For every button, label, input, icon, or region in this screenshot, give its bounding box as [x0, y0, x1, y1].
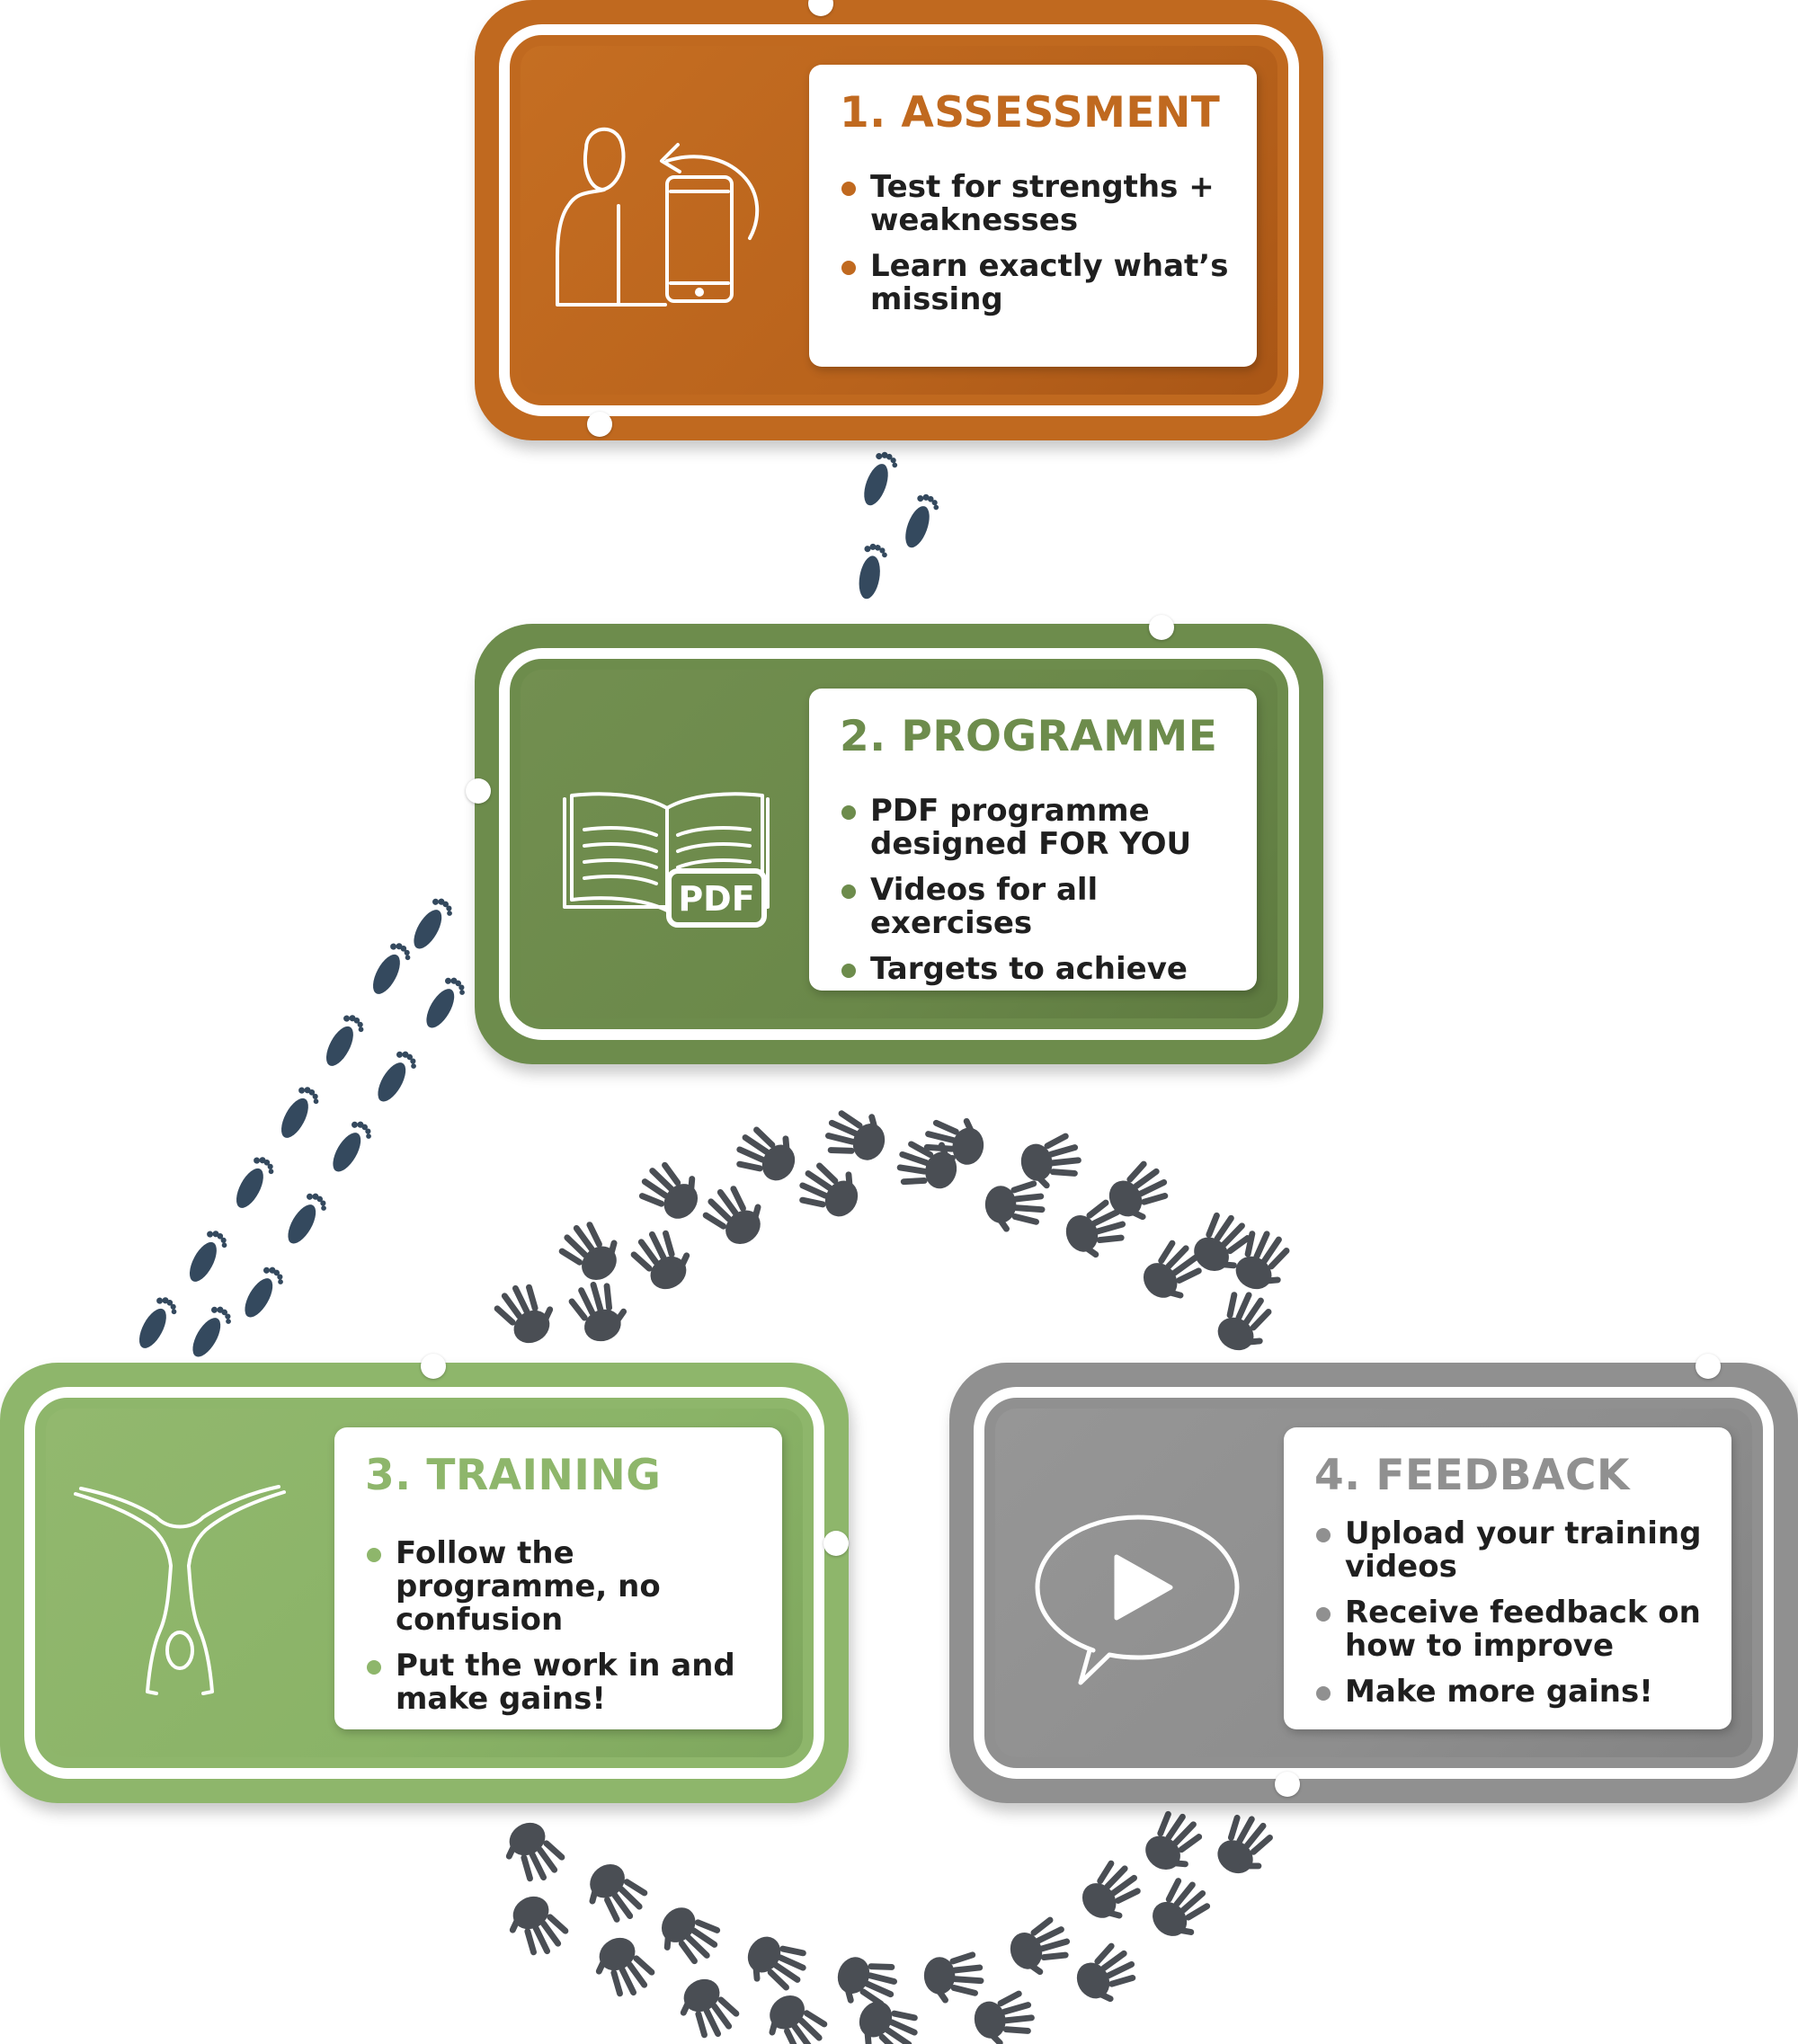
footprint-icon	[420, 973, 469, 1035]
footprint-icon	[238, 1263, 288, 1324]
list-item: Videos for all exercises	[841, 874, 1248, 940]
step-panel: 2. PROGRAMME PDF programme designed FOR …	[809, 689, 1257, 991]
footprint-icon	[183, 1227, 231, 1288]
connector-dot	[466, 778, 491, 804]
step-panel: 3. TRAINING Follow the programme, no con…	[334, 1427, 782, 1729]
handprint-icon	[1206, 1806, 1285, 1887]
list-item: Receive feedback on how to improve	[1316, 1596, 1722, 1663]
list-item: Test for strengths + weaknesses	[841, 171, 1248, 237]
handprint-icon	[487, 1274, 565, 1353]
handprint-icon	[494, 1813, 572, 1892]
step-bullets: Upload your training videos Receive feed…	[1316, 1517, 1722, 1721]
list-item: PDF programme designed FOR YOU	[841, 795, 1248, 861]
connector-dot	[1696, 1354, 1721, 1379]
handprint-icon	[551, 1210, 631, 1292]
handprint-icon	[790, 1151, 869, 1228]
handprint-icon	[1099, 1154, 1179, 1231]
handprint-icon	[1134, 1802, 1214, 1883]
step-panel: 1. ASSESSMENT Test for strengths + weakn…	[809, 65, 1257, 367]
person-phone-rotate-icon	[556, 127, 760, 307]
list-item: Learn exactly what’s missing	[841, 250, 1248, 316]
footprint-icon	[186, 1302, 236, 1364]
connector-dot	[808, 0, 833, 16]
list-item: Put the work in and make gains!	[367, 1649, 773, 1716]
footprint-icon	[133, 1293, 181, 1355]
handprint-icon	[1141, 1870, 1222, 1951]
step-title: 2. PROGRAMME	[840, 712, 1218, 761]
handprint-icon	[1071, 1853, 1153, 1933]
handprint-icon	[970, 1987, 1039, 2044]
step-title: 3. TRAINING	[365, 1451, 662, 1500]
handprint-icon	[1206, 1283, 1283, 1362]
handstand-figure-icon	[74, 1485, 286, 1695]
handprint-icon	[848, 1990, 927, 2044]
pdf-label: PDF	[678, 879, 754, 919]
footprint-icon	[320, 1011, 368, 1072]
handprint-icon	[669, 1969, 746, 2044]
connector-dot	[421, 1354, 446, 1379]
step-bullets: Follow the programme, no confusion Put t…	[367, 1537, 773, 1729]
footprint-icon	[230, 1153, 278, 1214]
handprint-icon	[498, 1887, 575, 1966]
handprint-icon	[736, 1925, 815, 2002]
handprint-icon	[818, 1099, 894, 1171]
step-title: 1. ASSESSMENT	[840, 88, 1221, 138]
handprint-icon	[727, 1115, 806, 1192]
step-bullets: PDF programme designed FOR YOU Videos fo…	[841, 795, 1248, 999]
handprint-icon	[1002, 1912, 1079, 1984]
pdf-book-icon: PDF	[563, 792, 770, 928]
footprint-icon	[367, 939, 414, 1000]
step-card-feedback: 4. FEEDBACK Upload your training videos …	[949, 1354, 1798, 1803]
connector-dot	[1275, 1772, 1300, 1797]
step-card-assessment: 1. ASSESSMENT Test for strengths + weakn…	[475, 0, 1323, 440]
handprint-icon	[648, 1896, 729, 1976]
footprint-icon	[900, 491, 942, 552]
footprint-icon	[407, 894, 457, 955]
list-item: Upload your training videos	[1316, 1517, 1722, 1584]
video-speech-bubble-icon	[1035, 1515, 1240, 1685]
handprint-icon	[624, 1220, 701, 1299]
handprint-icon	[923, 1951, 984, 2004]
handprint-icon	[1067, 1936, 1146, 2013]
step-panel: 4. FEEDBACK Upload your training videos …	[1284, 1427, 1731, 1729]
footprint-icon	[855, 542, 889, 601]
step-bullets: Test for strengths + weaknesses Learn ex…	[841, 171, 1248, 329]
connector-dot	[823, 1531, 849, 1556]
list-item: Make more gains!	[1316, 1675, 1722, 1709]
footprint-icon	[281, 1189, 331, 1250]
handprint-icon	[984, 1179, 1046, 1233]
footprint-icon	[371, 1047, 421, 1108]
step-card-training: 3. TRAINING Follow the programme, no con…	[0, 1354, 849, 1803]
handprint-icon	[755, 1984, 835, 2044]
list-item: Follow the programme, no confusion	[367, 1537, 773, 1637]
step-card-programme: PDF 2. PROGRAMME PDF programme designed …	[466, 615, 1323, 1064]
handprint-icon	[564, 1273, 636, 1349]
handprint-icon	[695, 1174, 775, 1256]
handprint-icon	[630, 1151, 711, 1231]
footprint-icon	[326, 1117, 376, 1178]
handprint-icon	[575, 1853, 655, 1934]
connector-dot	[1149, 615, 1174, 640]
connector-dot	[587, 412, 612, 437]
handprint-icon	[584, 1928, 662, 2007]
step-title: 4. FEEDBACK	[1314, 1451, 1630, 1500]
list-item: Targets to achieve	[841, 953, 1248, 986]
footprint-icon	[859, 449, 901, 510]
footprint-icon	[275, 1083, 323, 1144]
